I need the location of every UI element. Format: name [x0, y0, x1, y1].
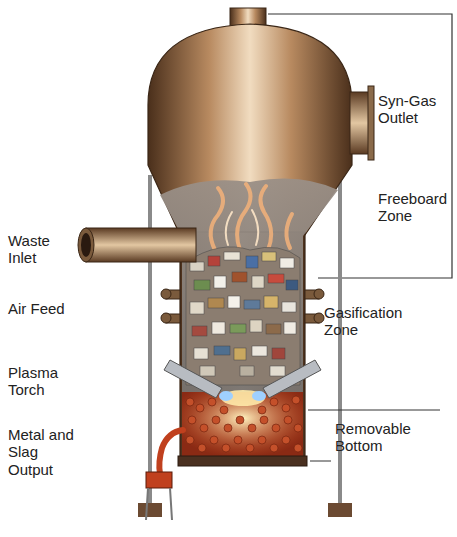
air-feed-nozzles [161, 289, 324, 323]
part-label: Air Feed [8, 300, 118, 317]
vessel-shaft [180, 232, 305, 464]
part-label: Syn-Gas Outlet [378, 92, 450, 127]
leader-line [308, 410, 440, 411]
flames [211, 184, 292, 250]
removable-bottom [178, 456, 307, 466]
plasma-torches [164, 360, 321, 401]
hearth-bed [182, 390, 303, 458]
part-label: Freeboard Zone [378, 190, 450, 225]
part-label: Metal and Slag Output [8, 426, 86, 478]
support-legs [138, 175, 352, 517]
top-nozzle [230, 8, 266, 26]
cutaway-interior [160, 178, 338, 458]
leader-line [310, 461, 331, 462]
part-label: Removable Bottom [335, 420, 439, 455]
part-label: Plasma Torch [8, 364, 82, 399]
part-label: Gasification Zone [324, 304, 436, 339]
waste-inlet-pipe [78, 228, 196, 262]
syngas-outlet-pipe [350, 86, 374, 160]
waste-pile [186, 247, 300, 385]
slag-output [146, 430, 183, 520]
part-label: Waste Inlet [8, 232, 72, 267]
